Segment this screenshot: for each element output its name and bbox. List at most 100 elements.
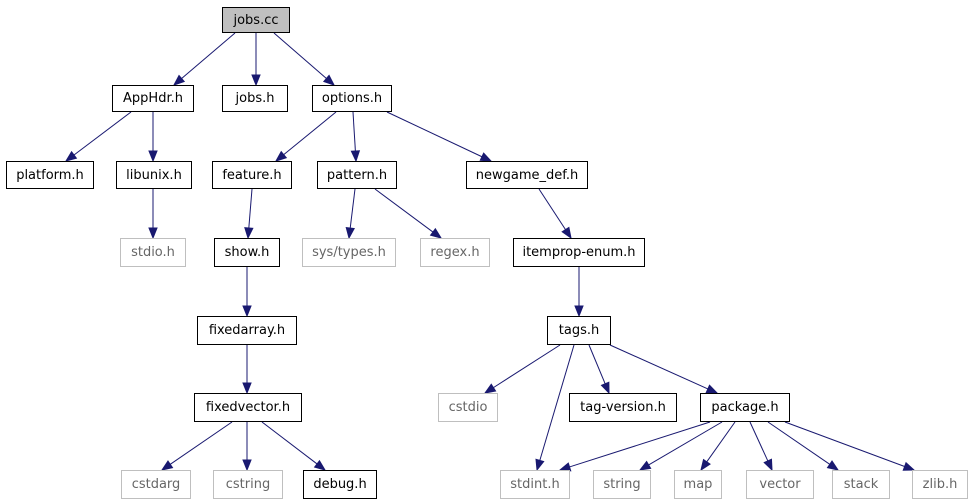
arrowhead	[638, 460, 652, 471]
edge-line	[349, 188, 356, 229]
node-show-h[interactable]: show.h	[214, 238, 280, 267]
node-tag-version-h[interactable]: tag-version.h	[569, 393, 677, 422]
edge-from-tags-h	[483, 344, 561, 394]
arrowhead	[274, 150, 288, 162]
arrowhead	[242, 459, 252, 472]
node-label: jobs.h	[235, 91, 275, 106]
arrowhead	[251, 74, 261, 87]
edge-line	[181, 32, 236, 79]
arrowhead	[600, 381, 610, 395]
edge-from-itemprop-enum-h	[574, 267, 584, 318]
node-stdint-h: stdint.h	[500, 470, 570, 499]
arrowhead	[148, 150, 158, 163]
node-tags-h[interactable]: tags.h	[547, 316, 611, 345]
node-cstdarg: cstdarg	[121, 470, 191, 499]
edge-line	[706, 421, 736, 463]
node-label: cstdio	[448, 400, 488, 415]
node-label: string	[603, 477, 641, 492]
arrowhead	[172, 74, 186, 86]
edge-from-show-h	[242, 267, 252, 318]
node-cstring: cstring	[213, 470, 283, 499]
arrowhead	[479, 152, 493, 162]
node-label: sys/types.h	[312, 245, 386, 260]
node-label: debug.h	[313, 477, 367, 492]
edge-from-newgame-def-h	[538, 188, 572, 240]
arrowhead	[350, 150, 361, 163]
node-label: platform.h	[16, 167, 84, 183]
arrowhead	[574, 305, 584, 318]
edge-line	[588, 344, 606, 384]
node-label: tags.h	[558, 323, 600, 338]
edge-from-package-h	[784, 421, 916, 471]
edge-from-package-h	[749, 421, 773, 472]
node-label: libunix.h	[126, 167, 182, 183]
arrowhead	[244, 227, 254, 240]
node-label: cstdarg	[131, 477, 181, 492]
node-fixedarray-h[interactable]: fixedarray.h	[197, 316, 297, 345]
edge-line	[283, 111, 337, 156]
edge-from-fixedvector-h	[242, 422, 252, 472]
edge-from-fixedvector-h	[261, 421, 327, 471]
arrowhead	[763, 458, 773, 472]
edge-line	[386, 111, 483, 158]
arrowhead	[345, 227, 355, 240]
node-label: itemprop-enum.h	[522, 245, 636, 260]
edge-line	[493, 344, 561, 389]
arrowhead	[700, 458, 711, 472]
node-label: cstring	[225, 477, 271, 492]
edge-line	[73, 111, 132, 156]
node-apphdr-h[interactable]: AppHdr.h	[112, 85, 194, 112]
arrowhead	[148, 227, 158, 240]
edge-line	[538, 188, 566, 230]
node-package-h[interactable]: package.h	[700, 393, 790, 422]
node-feature-h[interactable]: feature.h	[212, 161, 292, 189]
node-label: show.h	[224, 245, 270, 260]
edge-line	[169, 421, 233, 465]
edge-from-jobs-cc	[251, 33, 261, 87]
edge-line	[374, 188, 434, 233]
arrowhead	[322, 74, 336, 86]
node-label: options.h	[321, 91, 383, 106]
node-libunix-h[interactable]: libunix.h	[116, 161, 192, 189]
node-itemprop-enum-h[interactable]: itemprop-enum.h	[513, 238, 645, 267]
node-label: regex.h	[430, 245, 480, 260]
node-debug-h[interactable]: debug.h	[303, 470, 377, 499]
node-label: zlib.h	[922, 477, 958, 492]
node-pattern-h[interactable]: pattern.h	[317, 161, 397, 189]
node-label: fixedvector.h	[205, 400, 291, 415]
edge-line	[609, 344, 709, 390]
node-cstdio: cstdio	[438, 393, 498, 422]
node-platform-h[interactable]: platform.h	[6, 161, 94, 189]
node-string: string	[593, 470, 651, 499]
node-fixedvector-h[interactable]: fixedvector.h	[194, 393, 302, 422]
node-label: pattern.h	[326, 167, 388, 183]
node-newgame-def-h[interactable]: newgame_def.h	[466, 161, 588, 189]
edge-from-package-h	[558, 421, 711, 472]
node-zlib-h: zlib.h	[912, 470, 968, 499]
edge-from-options-h	[274, 111, 337, 162]
edge-from-options-h	[350, 111, 361, 163]
arrowhead	[826, 460, 840, 471]
edge-from-options-h	[386, 111, 493, 162]
node-label: stdio.h	[131, 245, 175, 260]
node-label: stack	[843, 477, 879, 492]
edge-from-jobs-cc	[273, 32, 336, 86]
edge-from-tags-h	[535, 344, 575, 472]
node-jobs-h[interactable]: jobs.h	[222, 85, 288, 112]
node-label: vector	[759, 477, 801, 492]
edge-line	[273, 32, 327, 79]
node-label: newgame_def.h	[475, 167, 579, 183]
edge-from-jobs-cc	[172, 32, 236, 86]
arrowhead	[902, 461, 916, 471]
edge-from-pattern-h	[345, 188, 356, 240]
node-label: tag-version.h	[580, 400, 666, 415]
node-stdio-h: stdio.h	[120, 238, 186, 267]
edge-from-tags-h	[588, 344, 610, 395]
node-options-h[interactable]: options.h	[312, 85, 392, 112]
edge-from-package-h	[767, 421, 840, 471]
arrowhead	[64, 150, 78, 162]
node-label: AppHdr.h	[123, 91, 183, 106]
arrowhead	[313, 459, 327, 471]
arrowhead	[705, 384, 719, 394]
